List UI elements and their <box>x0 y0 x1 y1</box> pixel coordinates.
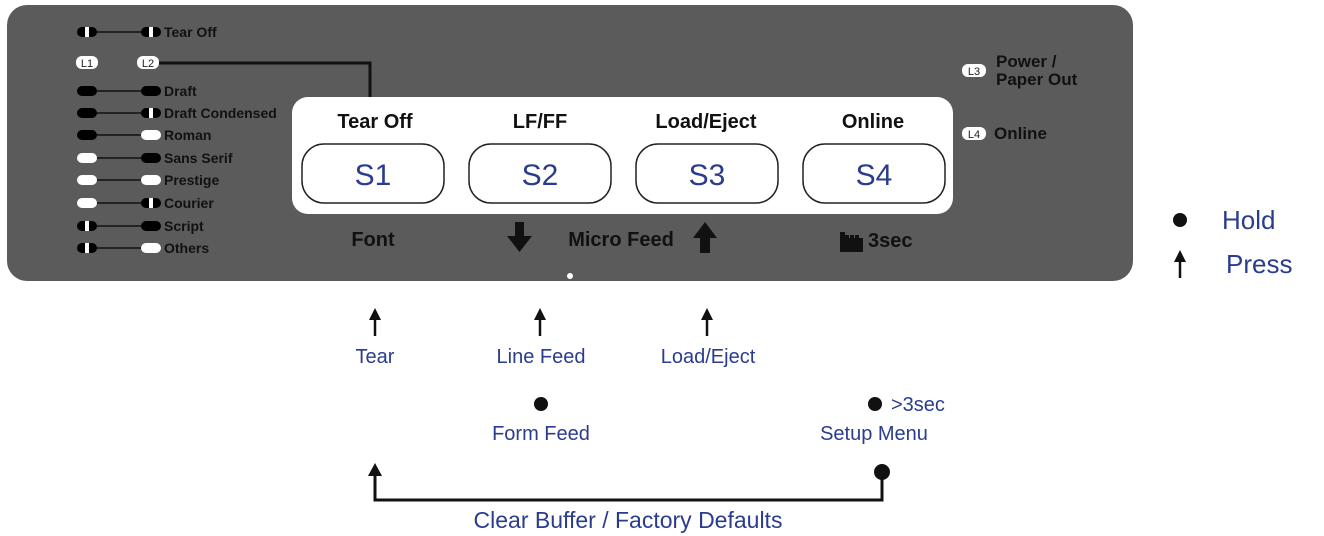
led-state-on-icon <box>141 221 161 231</box>
led-state-alt-icon <box>141 198 161 208</box>
button-title-online: Online <box>842 111 904 133</box>
clear-buffer-bracket <box>368 463 890 502</box>
led-state-alt-icon <box>77 221 97 231</box>
font-option-label: Script <box>164 218 204 234</box>
hold-dot-icon <box>868 397 882 411</box>
legend-hold-label: Hold <box>1222 205 1275 235</box>
micro-feed-label: Micro Feed <box>568 229 674 251</box>
s2-button[interactable]: S2 <box>468 143 612 204</box>
s2-label: S2 <box>522 159 559 192</box>
font-option-label: Prestige <box>164 172 219 188</box>
legend-press-label: Press <box>1226 249 1292 279</box>
l2-connector-line <box>159 61 372 97</box>
font-row: Script <box>77 218 204 234</box>
led-state-off-icon <box>141 175 161 185</box>
form-feed-label: Form Feed <box>492 423 590 445</box>
led-state-alt-icon <box>141 27 161 37</box>
s1-button[interactable]: S1 <box>301 143 445 204</box>
font-option-label: Roman <box>164 127 211 143</box>
font-label: Font <box>351 229 395 251</box>
led-state-alt-icon <box>77 243 97 253</box>
hold-dot-icon <box>534 397 548 411</box>
led-state-alt-icon <box>141 108 161 118</box>
led-state-off-icon <box>141 130 161 140</box>
led-state-off-icon <box>77 198 97 208</box>
three-sec-label: 3sec <box>868 230 913 252</box>
arrow-up-icon <box>693 222 717 253</box>
legend-hold-dot-icon <box>1173 213 1187 227</box>
paper-out-label: Paper Out <box>996 70 1078 89</box>
press-arrow-icon <box>699 306 715 338</box>
load-eject-label: Load/Eject <box>661 346 756 368</box>
button-strip <box>292 97 953 214</box>
legend-press-arrow-icon <box>1172 248 1188 280</box>
s3-label: S3 <box>689 159 726 192</box>
s1-label: S1 <box>355 159 392 192</box>
power-label: Power / <box>996 52 1057 71</box>
led-state-on-icon <box>77 86 97 96</box>
led-l2-label: L2 <box>142 58 154 70</box>
led-l4-label: L4 <box>968 129 980 141</box>
font-row: Prestige <box>77 172 219 188</box>
font-row: Others <box>77 240 209 256</box>
led-l4: L4 <box>962 127 986 141</box>
font-row: Sans Serif <box>77 150 233 166</box>
font-row: Roman <box>77 127 211 143</box>
led-state-off-icon <box>77 153 97 163</box>
led-state-on-icon <box>77 130 97 140</box>
s4-label: S4 <box>856 159 893 192</box>
font-option-label: Others <box>164 240 209 256</box>
led-l3: L3 <box>962 64 986 78</box>
led-l1-label: L1 <box>81 58 93 70</box>
press-arrow-icon <box>367 306 383 338</box>
online-indicator-label: Online <box>994 124 1047 143</box>
led-l3-label: L3 <box>968 66 980 78</box>
setup-menu-label: Setup Menu <box>820 423 928 445</box>
s3-button[interactable]: S3 <box>635 143 779 204</box>
font-option-label: Draft Condensed <box>164 105 277 121</box>
font-option-label: Courier <box>164 195 214 211</box>
font-row: Tear Off <box>77 24 217 40</box>
led-l2: L2 <box>137 56 159 70</box>
tear-label: Tear <box>356 346 395 368</box>
led-state-on-icon <box>77 108 97 118</box>
setup-time-label: >3sec <box>891 394 945 416</box>
button-title-load-eject: Load/Eject <box>655 111 756 133</box>
led-state-off-icon <box>77 175 97 185</box>
font-option-label: Sans Serif <box>164 150 233 166</box>
button-title-tear-off: Tear Off <box>337 111 413 133</box>
font-option-label: Tear Off <box>164 24 217 40</box>
hand-press-icon <box>840 232 863 252</box>
font-option-label: Draft <box>164 83 197 99</box>
panel-notch <box>567 273 573 279</box>
font-row: Courier <box>77 195 214 211</box>
s4-button[interactable]: S4 <box>802 143 946 204</box>
arrow-down-icon <box>507 222 532 252</box>
font-row: Draft <box>77 83 197 99</box>
font-row: Draft Condensed <box>77 105 277 121</box>
led-l1: L1 <box>76 56 98 70</box>
press-arrow-icon <box>532 306 548 338</box>
clear-buffer-label: Clear Buffer / Factory Defaults <box>474 507 783 533</box>
led-state-on-icon <box>141 153 161 163</box>
line-feed-label: Line Feed <box>497 346 586 368</box>
led-state-alt-icon <box>77 27 97 37</box>
led-state-off-icon <box>141 243 161 253</box>
led-state-on-icon <box>141 86 161 96</box>
button-title-lf-ff: LF/FF <box>513 111 567 133</box>
